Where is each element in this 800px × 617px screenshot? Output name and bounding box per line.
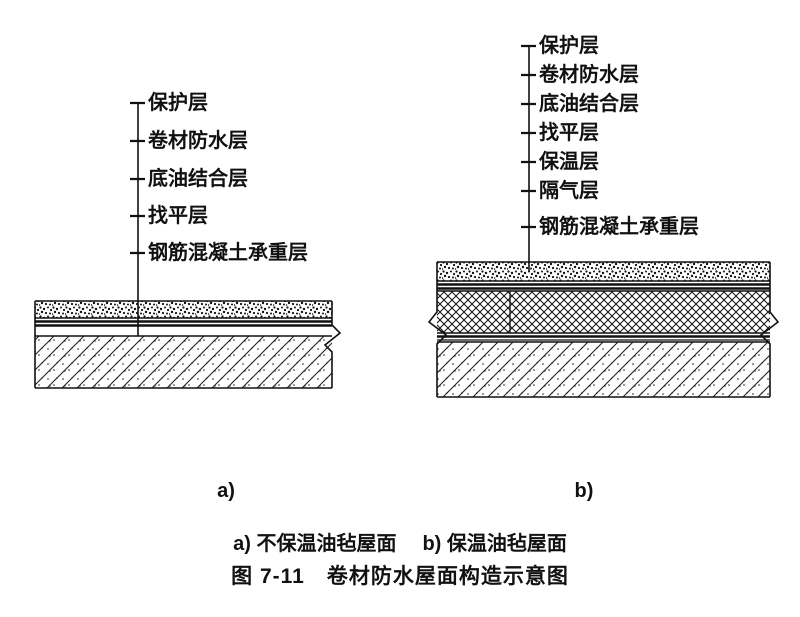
a-right-edge-break [323,301,342,388]
b-membrane-lines [437,283,770,290]
layer-label: 保温层 [539,151,599,173]
sub-a-marker: a) [217,480,235,502]
layer-label: 底油结合层 [539,93,639,115]
b-left-edge-break [427,262,448,397]
b-leader-ticks [521,44,536,229]
layer-label: 卷材防水层 [539,64,639,86]
b-concrete-borders [437,341,770,398]
sub-a-caption: a) 不保温油毡屋面 [233,533,397,555]
a-concrete-borders [35,335,332,389]
sub-b-marker: b) [574,480,594,502]
section-b-drawing [427,44,780,398]
layer-label: 找平层 [148,205,208,227]
a-protective-layer-borders [35,300,332,319]
b-insulation-hatch [437,291,770,333]
b-protective-layer-hatch [437,262,770,281]
layer-label: 卷材防水层 [148,130,248,152]
b-right-edge-break [759,262,780,397]
layer-label: 钢筋混凝土承重层 [539,216,699,238]
layer-label: 隔气层 [539,180,599,202]
b-insulation-borders [437,290,770,334]
layer-label: 钢筋混凝土承重层 [148,242,308,264]
b-concrete-hatch [437,342,770,397]
layer-label: 保护层 [539,35,599,57]
a-membrane-lines [35,320,332,327]
sub-b-caption: b) 保温油毡屋面 [422,533,567,555]
b-protective-layer-borders [437,261,770,282]
figure-title: 图 7-11 卷材防水屋面构造示意图 [231,565,569,588]
a-leader-ticks [130,101,145,255]
section-a-drawing [34,101,342,389]
layer-label: 找平层 [539,122,599,144]
a-concrete-hatch [35,336,332,388]
layer-label: 底油结合层 [148,168,248,190]
sub-captions: a) 不保温油毡屋面 b) 保温油毡屋面 [0,527,800,556]
layer-label: 保护层 [148,92,208,114]
a-protective-layer-hatch [35,301,332,318]
